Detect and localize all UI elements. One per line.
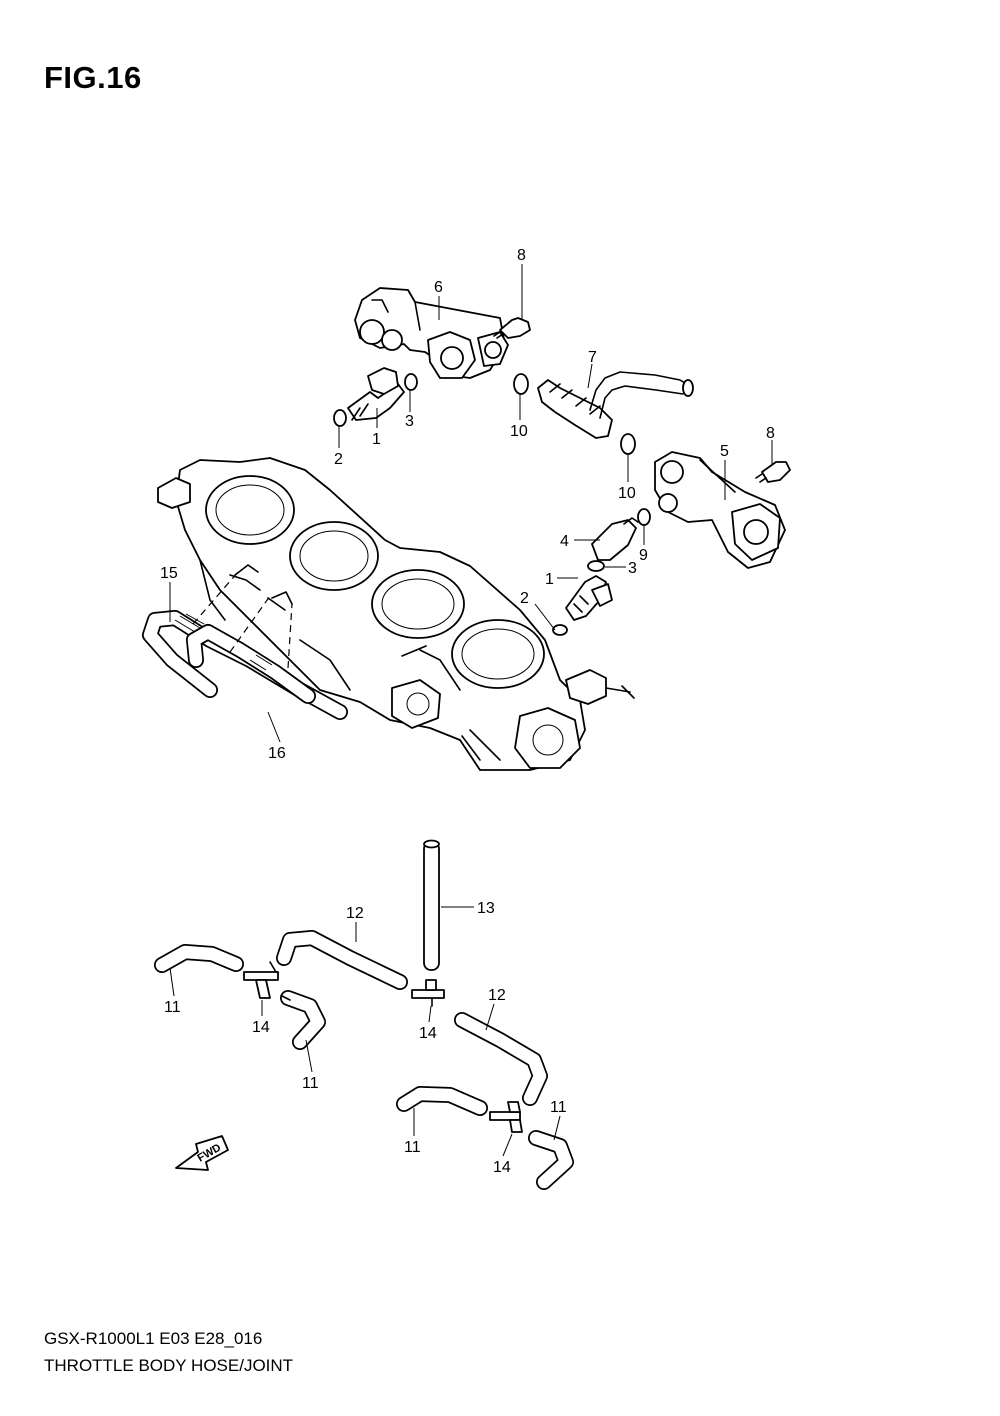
callout-14: 14 [493,1159,511,1176]
callout-1: 1 [372,431,381,448]
diagram-code: GSX-R1000L1 E03 E28_016 [44,1329,263,1348]
joint-14-a [243,961,291,1001]
callout-2: 2 [334,451,343,468]
hose-11-d [528,1130,574,1190]
callout-1: 1 [545,571,554,588]
callout-4: 4 [560,533,569,550]
o-ring-2-lower [552,624,568,636]
callout-7: 7 [588,349,597,366]
fuel-injector-1-lower [565,575,613,621]
o-ring-9 [637,508,651,526]
o-ring-3-upper [404,373,418,391]
hose-11-c [396,1086,488,1116]
hose-12-b [454,1012,548,1106]
callout-14: 14 [252,1019,270,1036]
callout-11: 11 [302,1075,319,1092]
callout-15: 15 [160,565,178,582]
hose-11-b [280,990,326,1050]
fuel-joint-4 [591,517,639,561]
callout-12: 12 [488,987,506,1004]
hose-11-a [154,944,244,973]
bolt-8-lower [755,461,791,483]
figure-title: FIG.16 [44,60,142,95]
joint-14-b [411,979,445,1007]
callout-9: 9 [639,547,648,564]
callout-11: 11 [164,999,181,1016]
fuel-injector-1-upper [347,367,405,421]
callout-10: 10 [618,485,636,502]
callout-2: 2 [520,590,529,607]
fuel-delivery-pipe-6 [354,287,509,379]
leader-lines [169,264,773,1157]
callout-6: 6 [434,279,443,296]
callout-14: 14 [419,1025,437,1042]
hose-12-a [276,930,408,990]
callout-8: 8 [766,425,775,442]
callout-labels: 6 8 7 1 3 2 10 10 8 5 4 9 3 1 2 15 16 13… [160,247,775,1176]
fuel-hose-joint-7 [537,371,694,439]
callout-3: 3 [405,413,414,430]
fwd-direction-arrow: FWD [175,1135,229,1171]
o-ring-3-lower [587,560,605,572]
hose-13 [423,839,440,971]
callout-16: 16 [268,745,286,762]
bolt-8-upper [493,317,531,339]
o-ring-10-lower [620,433,636,455]
o-ring-2-upper [333,409,347,427]
diagram-title: THROTTLE BODY HOSE/JOINT [44,1356,294,1375]
callout-10: 10 [510,423,528,440]
callout-5: 5 [720,443,729,460]
fuel-delivery-pipe-5 [654,451,786,569]
vacuum-hose-16 [186,624,316,704]
callout-11: 11 [550,1099,567,1116]
o-ring-10-upper [513,373,529,395]
callout-12: 12 [346,905,364,922]
callout-3: 3 [628,560,637,577]
throttle-body-assembly [157,457,635,771]
joint-14-c [489,1101,523,1133]
callout-11: 11 [404,1139,421,1156]
callout-13: 13 [477,900,495,917]
callout-8: 8 [517,247,526,264]
